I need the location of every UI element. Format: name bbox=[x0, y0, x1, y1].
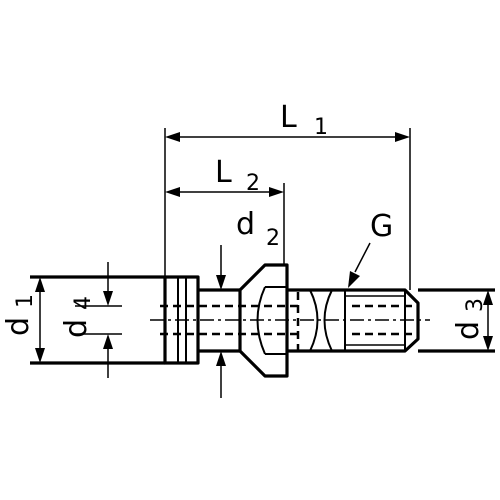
hidden-lines bbox=[150, 292, 430, 350]
label-L2: L bbox=[215, 155, 232, 190]
head-outline bbox=[238, 263, 289, 378]
label-d2-sub: 2 bbox=[266, 226, 280, 251]
label-L2-sub: 2 bbox=[246, 171, 260, 196]
label-d4-sub: 4 bbox=[71, 296, 96, 310]
left-flange bbox=[163, 275, 200, 365]
label-L1: L bbox=[280, 100, 297, 135]
label-L1-sub: 1 bbox=[314, 115, 328, 140]
part-outline bbox=[163, 263, 420, 378]
thread-callout-G: G bbox=[348, 209, 393, 288]
label-d3: d bbox=[451, 321, 486, 340]
label-d2: d bbox=[236, 207, 255, 242]
reference-lines bbox=[30, 275, 495, 365]
label-d1-sub: 1 bbox=[13, 294, 38, 308]
label-G: G bbox=[370, 209, 393, 244]
label-d4: d bbox=[59, 319, 94, 338]
shank-outline bbox=[287, 288, 420, 353]
dimension-L2: L 2 bbox=[165, 155, 285, 265]
dimension-d2: d 2 bbox=[216, 207, 280, 398]
dimension-d1: d 1 bbox=[1, 277, 45, 363]
dimension-d4: d 4 bbox=[59, 262, 113, 378]
label-d1: d bbox=[1, 317, 36, 336]
label-d3-sub: 3 bbox=[463, 298, 488, 312]
dimension-L1: L 1 bbox=[164, 100, 411, 290]
dimension-d3: d 3 bbox=[451, 290, 493, 351]
groove bbox=[309, 289, 319, 352]
